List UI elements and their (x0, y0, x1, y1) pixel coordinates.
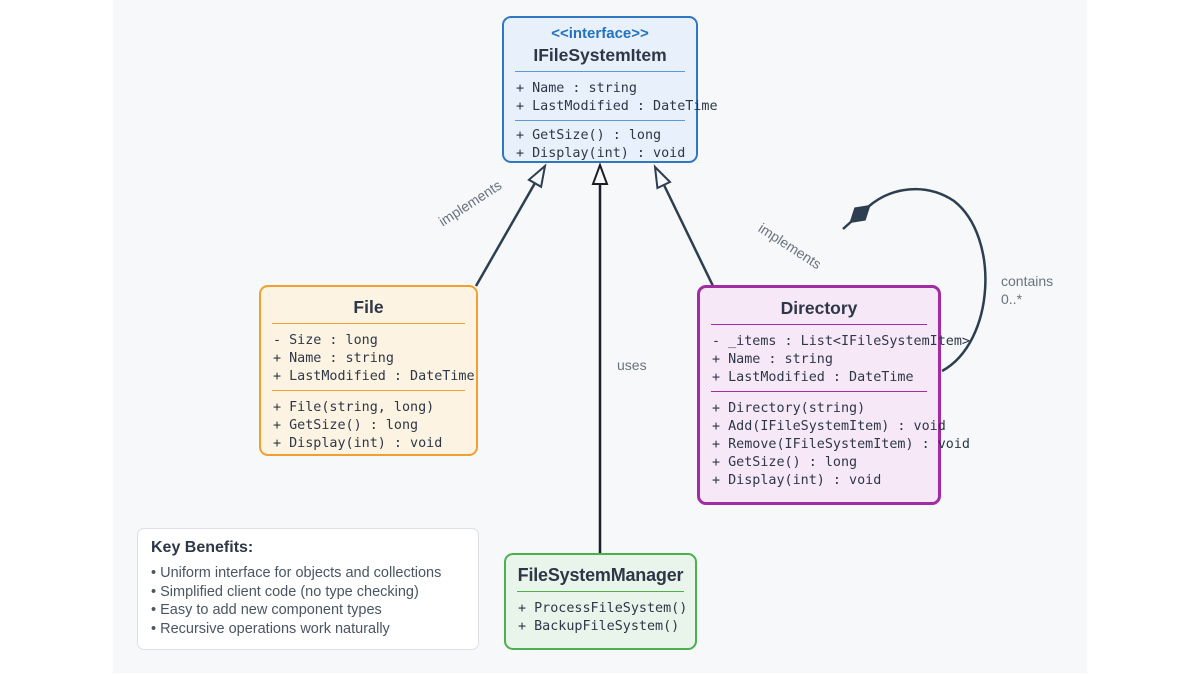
attributes-compartment: - _items : List<IFileSystemItem> + Name :… (700, 325, 970, 389)
method-row: + Display(int) : void (273, 436, 443, 451)
attribute-row: - _items : List<IFileSystemItem> (712, 334, 970, 349)
method-row: + BackupFileSystem() (518, 619, 680, 634)
contains-multiplicity: 0..* (1001, 291, 1023, 307)
uses-label: uses (617, 357, 647, 373)
methods-compartment: + GetSize() : long + Display(int) : void (504, 121, 696, 165)
implements-edge-directory (662, 184, 715, 287)
method-row: + File(string, long) (273, 400, 435, 415)
attribute-row: + LastModified : DateTime (273, 369, 475, 384)
class-box-file: File - Size : long + Name : string + LastM… (259, 285, 478, 456)
class-title-directory: Directory (780, 298, 858, 318)
title-divider (711, 324, 927, 325)
benefit-item: • Uniform interface for objects and coll… (151, 565, 442, 581)
contains-label: contains 0..* (1001, 272, 1053, 308)
class-title-ifilesystemitem: IFileSystemItem (533, 45, 667, 65)
class-box-filesystemmanager: FileSystemManager + ProcessFileSystem()+… (504, 553, 697, 650)
attribute-row: + Name : string (516, 81, 637, 96)
hollow-triangle-arrowhead-icon (653, 164, 672, 190)
stereotype-label: <<interface>> (551, 25, 649, 42)
method-row: + Directory(string) (712, 401, 866, 416)
methods-compartment: + File(string, long) + GetSize() : long + … (261, 391, 476, 455)
hollow-triangle-arrowhead-icon (591, 162, 609, 185)
attribute-row: + LastModified : DateTime (712, 370, 914, 385)
attribute-row: + Name : string (273, 351, 394, 366)
class-box-directory: Directory - _items : List<IFileSystemIte… (697, 285, 970, 505)
title-divider (272, 323, 465, 324)
hollow-triangle-arrowhead-icon (527, 163, 547, 189)
methods-compartment: + ProcessFileSystem() + BackupFileSystem(… (506, 592, 695, 638)
key-benefits-title: Key Benefits: (151, 539, 254, 556)
method-row: + Display(int) : void (516, 146, 686, 161)
method-row: + GetSize() : long (712, 455, 858, 470)
title-divider (515, 71, 685, 72)
method-row: + GetSize() : long (273, 418, 419, 433)
attributes-compartment: - Size : long + Name : string + LastModifi… (261, 324, 476, 388)
key-benefits-list: • Uniform interface for objects and coll… (151, 564, 465, 638)
method-row: + ProcessFileSystem() (518, 601, 688, 616)
method-row: + GetSize() : long (516, 128, 662, 143)
compartment-divider (515, 120, 685, 121)
methods-compartment: + Directory(string) + Add(IFileSystemItem… (700, 392, 970, 492)
method-row: + Display(int) : void (712, 473, 882, 488)
class-title-filesystemmanager: FileSystemManager (517, 565, 684, 585)
contains-edge (867, 188, 987, 373)
compartment-divider (711, 391, 927, 392)
compartment-divider (272, 390, 465, 391)
implements-edge-file (474, 182, 537, 287)
class-title-file: File (353, 297, 384, 317)
method-row: + Remove(IFileSystemItem) : void (712, 437, 970, 452)
benefit-item: • Recursive operations work naturally (151, 620, 390, 637)
key-benefits-note: Key Benefits: • Uniform interface for ob… (137, 528, 479, 650)
attribute-row: - Size : long (273, 333, 378, 348)
composition-diamond-icon (849, 204, 871, 224)
attribute-row: + LastModified : DateTime (516, 99, 718, 114)
title-divider (517, 591, 684, 592)
attribute-row: + Name : string (712, 352, 833, 367)
contains-label-text: contains (1001, 273, 1054, 289)
attributes-compartment: + Name : string + LastModified : DateTime (504, 72, 718, 118)
class-box-ifilesystemitem: <<interface>> IFileSystemItem + Name : s… (502, 16, 718, 165)
method-row: + Add(IFileSystemItem) : void (712, 419, 946, 434)
benefit-item: • Simplified client code (no type checki… (151, 583, 419, 600)
benefit-item: • Easy to add new component types (151, 602, 382, 619)
